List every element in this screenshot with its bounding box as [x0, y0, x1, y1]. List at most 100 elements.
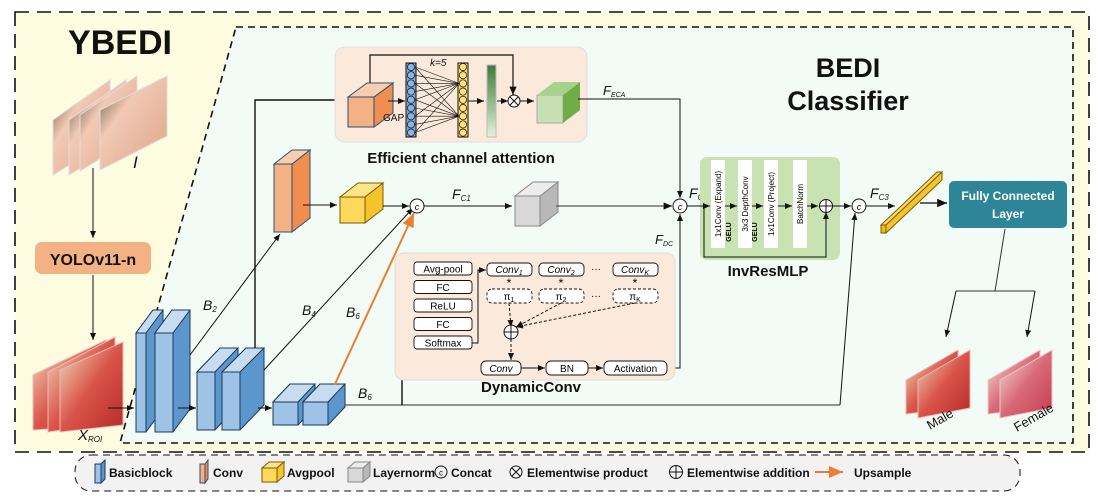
basicblock-stage-1 [135, 309, 191, 433]
eca-neurons [407, 63, 467, 137]
kernel-box [538, 262, 585, 277]
eca-output-cube [536, 82, 580, 124]
ellipsis: ··· [591, 264, 601, 275]
legend-label: Basicblock [109, 466, 173, 480]
dynamicconv-title: DynamicConv [481, 379, 582, 396]
eca-neuron-out [459, 87, 467, 96]
invresmlp-layer-label: BatchNorm [796, 184, 805, 224]
eca-neuron-out [459, 63, 467, 71]
detector-label: YOLOv11-n [50, 252, 136, 269]
female-output-images [987, 349, 1053, 419]
eca-neuron-in [407, 63, 415, 71]
eca-neuron-in [407, 71, 415, 80]
attention-layer-label: ReLU [430, 302, 456, 313]
attention-layer-label: FC [436, 320, 449, 331]
b2-label: B2 [203, 297, 217, 314]
legend-label: Elementwise addition [687, 466, 810, 480]
input-image-label: I [133, 153, 138, 172]
eca-neuron-in [407, 104, 415, 112]
attention-layer-box [413, 261, 473, 276]
male-output-images [905, 349, 971, 419]
attention-layer-box [413, 298, 473, 313]
invresmlp-layer-label: 3x3 DepthConv [741, 176, 750, 231]
eca-1d-conv-links [414, 66, 460, 133]
eca-input-cube [346, 82, 395, 128]
fc3-label: FC3 [870, 185, 889, 202]
yellow-cube-icon [261, 467, 278, 483]
blue-block-icon [94, 463, 102, 484]
elementwise-addition-node [819, 199, 833, 213]
legend-item: Elementwise product [509, 465, 648, 480]
pipeline-label: Activation [614, 364, 657, 375]
attention-layer-label: Softmax [425, 339, 462, 350]
invresmlp-layer [738, 160, 752, 248]
basicblock-stage-2 [195, 347, 266, 431]
eca-neuron-out [459, 95, 467, 104]
eca-neuron-out [459, 104, 467, 112]
svg-text:c: c [678, 202, 683, 212]
otimes-icon [509, 465, 523, 479]
legend-item: Basicblock [94, 458, 173, 485]
concat-node-3: c [851, 198, 867, 214]
avgpool-block [338, 181, 385, 225]
legend-item: Layernorm [346, 460, 435, 484]
invresmlp-layer [711, 160, 725, 248]
layernorm-block [513, 180, 560, 228]
convolve-star: * [559, 276, 564, 290]
eca-neuron-out [459, 128, 467, 137]
basicblock-stage-3 [271, 383, 347, 426]
b4-label: B4 [302, 302, 316, 319]
b6-label: B6 [358, 385, 372, 402]
pipeline-label: BN [560, 364, 574, 375]
eca-neuron-out [459, 79, 467, 88]
attention-layer-label: Avg-pool [423, 265, 462, 276]
svg-text:c: c [439, 469, 443, 478]
kernel-box [612, 262, 659, 277]
eca-neuron-in [407, 79, 415, 88]
kernel-label: ConvK [621, 265, 649, 277]
attention-layer-label: FC [436, 283, 449, 294]
concat-node-1: c [409, 198, 425, 214]
legend-item: Conv [199, 458, 243, 485]
eca-neuron-in [407, 120, 415, 129]
roi-label: XROI [77, 427, 103, 444]
concat-icon [434, 465, 448, 479]
gray-cube-icon [347, 467, 364, 483]
eca-neuron-out [459, 120, 467, 129]
attention-layer-box [413, 280, 473, 294]
kernel-label: Conv2 [547, 265, 574, 277]
dynamicconv-addition-node [503, 324, 519, 340]
eca-neuron-in [407, 95, 415, 104]
flatten-bar [879, 170, 944, 235]
fdc-label: FDC [655, 232, 674, 248]
legend-label: Avgpool [287, 466, 335, 480]
kernel-label: Conv1 [495, 265, 522, 277]
legend-label: Elementwise product [527, 466, 648, 480]
legend-label: Concat [451, 466, 492, 480]
kernel-box [486, 262, 533, 277]
legend-label: Upsample [854, 466, 912, 480]
pipeline-box [603, 360, 668, 376]
eca-neuron-in [407, 128, 415, 137]
legend-item: c Concat [434, 465, 492, 480]
conv-block [272, 148, 312, 234]
legend-item: Elementwise addition [669, 465, 810, 480]
invresmlp-layer-label: 1x1Conv (Expand) [714, 171, 723, 238]
gelu-label: GELU [726, 222, 733, 241]
fc-layer-line1: Fully Connected [961, 189, 1054, 203]
roi-image-stack [32, 336, 124, 433]
fc1-label: FC1 [452, 186, 471, 203]
elementwise-product-node [507, 94, 521, 108]
eca-kernel-label: k=5 [430, 58, 447, 69]
svg-text:c: c [415, 202, 420, 212]
convolve-star: * [507, 276, 512, 290]
ybedi-title: YBEDI [68, 24, 172, 62]
orange-block-icon [199, 463, 206, 484]
pipeline-label: Conv [489, 364, 513, 375]
b6-upsample-label: B6 [346, 304, 360, 321]
fc-layer-line2: Layer [992, 207, 1024, 221]
